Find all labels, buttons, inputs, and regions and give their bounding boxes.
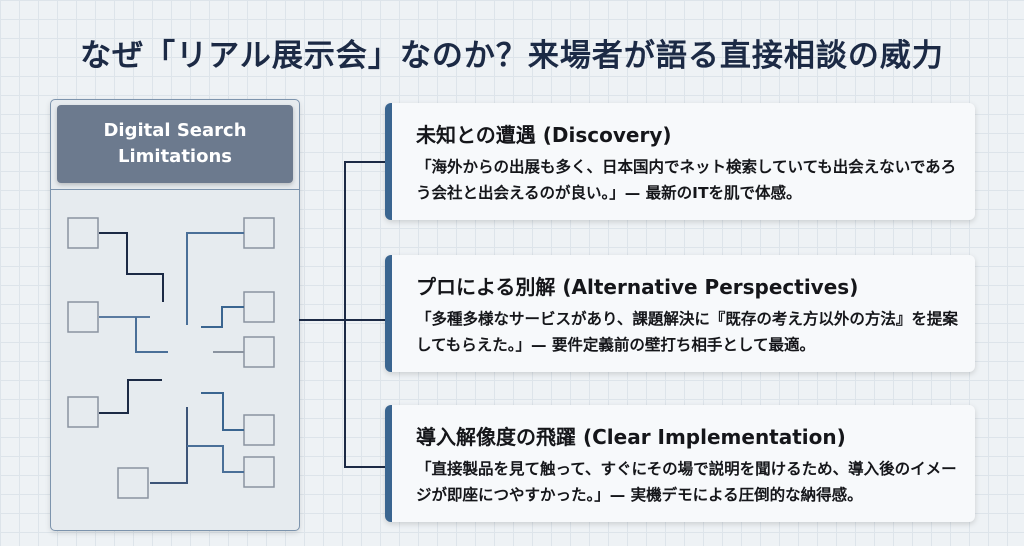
broken-link bbox=[187, 445, 244, 473]
card-clear-implementation: 導入解像度の飛躍 (Clear Implementation) 「直接製品を見て… bbox=[385, 405, 975, 522]
node-box bbox=[243, 456, 275, 488]
broken-link bbox=[99, 232, 164, 302]
panel-heading: Digital Search Limitations bbox=[57, 105, 293, 183]
node-box bbox=[67, 217, 99, 249]
broken-link bbox=[201, 306, 244, 328]
card-quote: 「海外からの出展も多く、日本国内でネット検索していても出会えないであろう会社と出… bbox=[416, 158, 957, 202]
connector-tree bbox=[299, 161, 385, 468]
node-box bbox=[243, 217, 275, 249]
page-title: なぜ「リアル展示会」なのか？来場者が語る直接相談の威力 bbox=[80, 38, 944, 74]
card-heading: 未知との遭遇 (Discovery) bbox=[416, 123, 672, 147]
broken-link bbox=[201, 392, 244, 431]
card-discovery: 未知との遭遇 (Discovery) 「海外からの出展も多く、日本国内でネット検… bbox=[385, 103, 975, 220]
node-boxes bbox=[67, 217, 275, 499]
broken-link bbox=[135, 317, 168, 353]
node-box bbox=[67, 301, 99, 333]
node-box bbox=[117, 467, 149, 499]
card-heading: プロによる別解 (Alternative Perspectives) bbox=[416, 275, 859, 299]
card-quote: 「直接製品を見て触って、すぐにその場で説明を聞けるため、導入後のイメージが即座に… bbox=[416, 460, 957, 504]
node-box bbox=[243, 291, 275, 323]
panel-divider bbox=[51, 189, 299, 190]
node-box bbox=[243, 336, 275, 368]
digital-search-limitations-panel: Digital Search Limitations bbox=[50, 99, 300, 531]
card-alternative-perspectives: プロによる別解 (Alternative Perspectives) 「多種多様… bbox=[385, 255, 975, 372]
card-quote: 「多種多様なサービスがあり、課題解決に『既存の考え方以外の方法』を提案してもらえ… bbox=[416, 310, 958, 354]
broken-link bbox=[99, 379, 162, 414]
card-heading: 導入解像度の飛躍 (Clear Implementation) bbox=[416, 425, 846, 449]
node-box bbox=[67, 396, 99, 428]
broken-link bbox=[150, 407, 188, 484]
broken-link bbox=[186, 232, 244, 325]
node-box bbox=[243, 414, 275, 446]
